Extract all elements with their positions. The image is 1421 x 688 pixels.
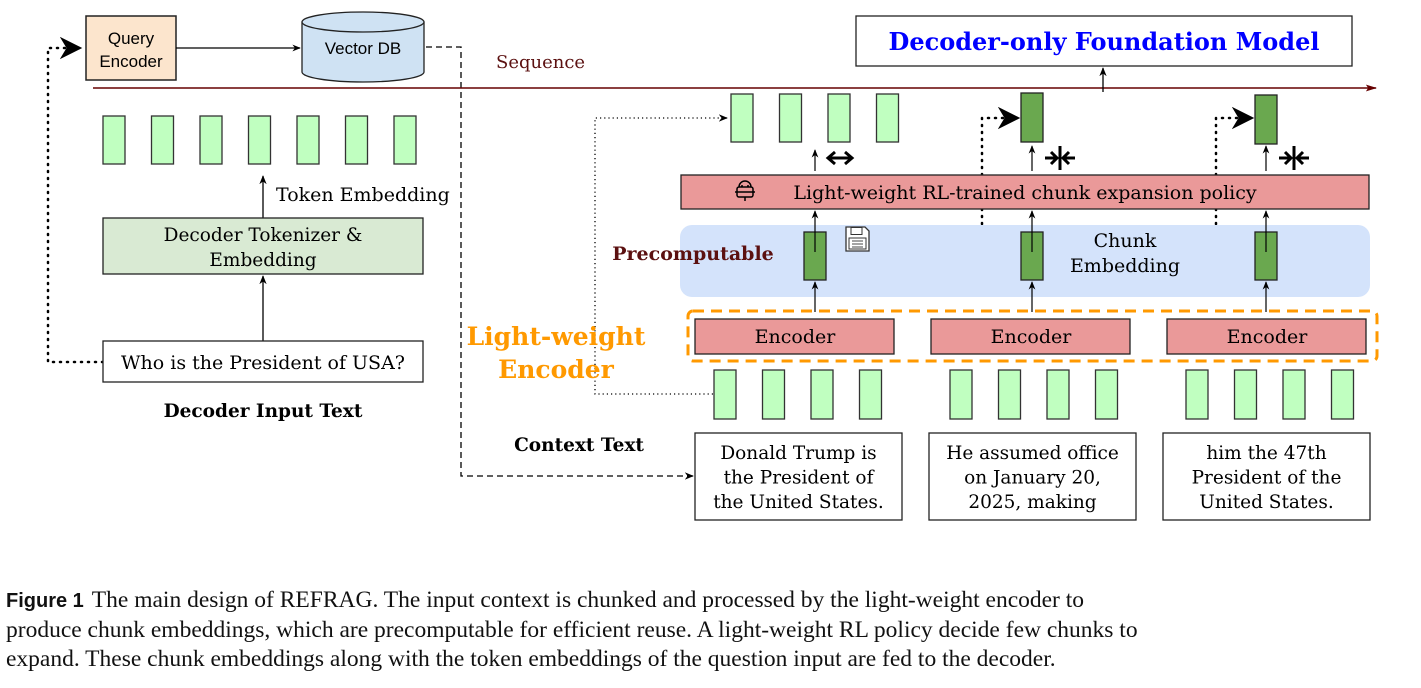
context-text-box	[928, 432, 1137, 521]
context-token-embedding	[1046, 369, 1070, 420]
encoder-box	[694, 318, 895, 355]
light-weight-encoder-label-line2: Encoder	[498, 355, 615, 384]
context-token-embedding	[810, 369, 834, 420]
light-weight-encoder-label-line1: Light-weight	[467, 322, 646, 351]
caption-text-3: expand. These chunk embeddings along wit…	[6, 646, 1056, 672]
question-box: Who is the President of USA?	[102, 340, 424, 383]
tokenizer-label-line1: Decoder Tokenizer &	[164, 225, 363, 246]
context-text-box	[1162, 432, 1371, 521]
context-token-embedding	[1233, 369, 1258, 420]
vector-db-label: Vector DB	[325, 39, 402, 58]
context-text-line: United States.	[1199, 492, 1333, 513]
context-token-embedding	[1330, 369, 1355, 420]
precomputable-label: Precomputable	[612, 243, 774, 265]
rl-policy-bar: Light-weight RL-trained chunk expansion …	[680, 174, 1370, 210]
db-to-context-dashed-connector	[426, 46, 694, 480]
query-encoder-label-line2: Encoder	[99, 52, 163, 71]
context-token-embedding	[713, 369, 737, 420]
chunk-embedding-label-line2: Embedding	[1070, 255, 1180, 277]
chunk-embeddings	[803, 210, 1278, 312]
question-token-embedding	[247, 115, 272, 165]
question-token-embedding	[296, 115, 320, 165]
question-token-embedding	[393, 115, 417, 165]
question-token-embedding	[344, 115, 369, 165]
context-token-embedding	[1094, 369, 1119, 420]
foundation-model-box: Decoder-only Foundation Model	[855, 15, 1353, 67]
query-encoder-box: Query Encoder	[85, 15, 177, 81]
decoder-input-text-label: Decoder Input Text	[164, 401, 363, 422]
expanded-token-embedding	[827, 93, 851, 143]
context-text-line: President of the	[1192, 468, 1342, 489]
figure-caption: Figure 1 The main design of REFRAG. The i…	[6, 586, 1416, 674]
chunk1-expand-dotted-connector	[594, 114, 728, 395]
decoder-tokenizer-box: Decoder Tokenizer & Embedding	[102, 217, 424, 275]
context-text-line: He assumed office	[946, 443, 1119, 464]
chunk-skip-dotted-connector	[1214, 106, 1255, 254]
expanded-token-embedding	[730, 93, 754, 143]
expanded-chunk-tokens	[730, 93, 900, 171]
encoder-label: Encoder	[755, 326, 837, 348]
compress-arrows-icon	[1045, 146, 1075, 170]
context-token-embedding	[997, 369, 1022, 420]
light-weight-encoder-region	[686, 309, 1379, 363]
caption-text-2: produce chunk embeddings, which are prec…	[6, 617, 1138, 643]
figure-label: Figure 1	[6, 590, 84, 612]
compress-arrows-icon	[1279, 146, 1309, 170]
chunk-skip-dotted-connector	[980, 106, 1021, 254]
context-token-embedding	[1185, 369, 1209, 420]
question-token-embedding	[102, 115, 126, 165]
context-text-line: Donald Trump is	[720, 443, 876, 464]
encoder-box	[1166, 318, 1367, 355]
encoder-label: Encoder	[1227, 326, 1309, 348]
selected-chunk-embedding	[1020, 92, 1044, 143]
selected-chunk-embedding	[1254, 94, 1278, 145]
refrag-diagram: Query Encoder Vector DB Sequence Token E…	[46, 11, 1379, 521]
question-token-embedding	[150, 115, 175, 165]
vector-db-cylinder: Vector DB	[301, 11, 425, 83]
robot-icon	[735, 180, 755, 201]
context-text-box	[694, 432, 903, 521]
context-token-embedding	[858, 369, 883, 420]
foundation-model-title: Decoder-only Foundation Model	[889, 27, 1320, 56]
tokenizer-label-line2: Embedding	[209, 250, 316, 271]
expand-arrows-icon	[825, 150, 855, 166]
question-token-embedding	[199, 115, 223, 165]
question-token-embeddings	[102, 115, 417, 165]
expanded-token-embedding	[778, 93, 803, 143]
chunk-embedding-label-line1: Chunk	[1094, 230, 1157, 252]
sequence-label: Sequence	[496, 52, 585, 73]
token-embedding-label: Token Embedding	[276, 184, 450, 206]
encoder-label: Encoder	[991, 326, 1073, 348]
query-encoder-label-line1: Query	[108, 29, 155, 48]
context-token-embedding	[1282, 369, 1306, 420]
question-to-query-dotted-connector	[46, 36, 105, 364]
floppy-disk-icon	[845, 226, 870, 252]
context-token-embedding	[761, 369, 786, 420]
context-text-label: Context Text	[514, 435, 644, 456]
expanded-token-embedding	[875, 93, 900, 143]
rl-policy-label: Light-weight RL-trained chunk expansion …	[793, 182, 1256, 204]
context-token-embedding	[949, 369, 973, 420]
question-text: Who is the President of USA?	[121, 352, 405, 374]
context-text-line: the President of	[724, 468, 875, 489]
caption-line-1: Figure 1 The main design of REFRAG. The i…	[6, 586, 1416, 616]
context-text-line: on January 20,	[964, 468, 1101, 489]
context-chunk: Encoder He assumed office on January 20, 20…	[928, 318, 1137, 521]
context-text-line: him the 47th	[1206, 443, 1326, 464]
context-text-line: the United States.	[713, 492, 884, 513]
caption-text-1: The main design of REFRAG. The input con…	[91, 587, 1085, 613]
encoder-box	[930, 318, 1131, 355]
context-text-line: 2025, making	[968, 492, 1096, 513]
